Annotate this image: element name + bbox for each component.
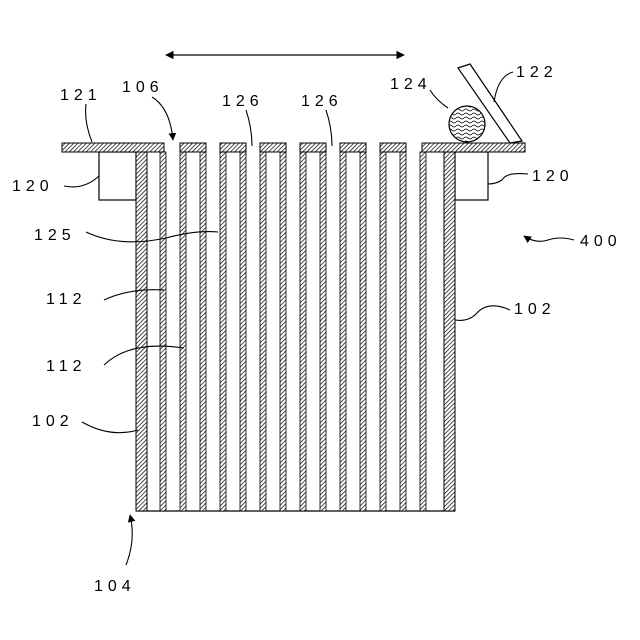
label-121: 121: [60, 87, 102, 104]
top-frame-segment: [300, 143, 326, 152]
top-frame-segment: [260, 143, 286, 152]
top-frame-segment: [422, 143, 525, 152]
plate: [160, 152, 166, 511]
leader-120-left: [64, 176, 99, 187]
plate: [300, 152, 306, 511]
plate: [420, 152, 426, 511]
leader-112-upper: [104, 290, 164, 300]
plate: [180, 152, 186, 511]
label-126-a: 126: [222, 93, 264, 110]
roller: [449, 106, 485, 142]
leader-121: [86, 104, 92, 142]
leader-102-right: [455, 306, 510, 321]
leader-122: [494, 72, 513, 102]
plate: [340, 152, 346, 511]
plate-array: [160, 152, 426, 511]
leader-104: [126, 515, 132, 565]
housing-wall-right: [444, 152, 455, 511]
support-block-left: [99, 152, 136, 200]
plate: [240, 152, 246, 511]
housing-wall-left: [136, 152, 147, 511]
plate: [380, 152, 386, 511]
top-frame-segment: [340, 143, 366, 152]
label-112-upper: 112: [46, 291, 87, 308]
leader-400: [524, 236, 574, 241]
label-124: 124: [390, 76, 432, 93]
plate: [320, 152, 326, 511]
leader-126-a: [246, 110, 252, 146]
label-122: 122: [516, 64, 558, 81]
label-106: 106: [122, 79, 164, 96]
plate: [360, 152, 366, 511]
top-frame-segment: [180, 143, 206, 152]
label-112-lower: 112: [46, 358, 87, 375]
leader-120-right: [488, 174, 528, 184]
leader-125: [86, 232, 218, 242]
top-frame-segment: [380, 143, 406, 152]
leader-124: [430, 90, 448, 108]
plate: [280, 152, 286, 511]
plate: [200, 152, 206, 511]
support-block-right: [455, 152, 488, 200]
top-frame-segment: [62, 143, 164, 152]
leader-106: [152, 97, 173, 140]
leader-126-b: [326, 110, 332, 146]
label-400: 400: [580, 233, 622, 250]
label-126-b: 126: [301, 93, 343, 110]
top-frame: [62, 143, 525, 152]
plate: [400, 152, 406, 511]
label-104: 104: [94, 578, 136, 595]
plate: [260, 152, 266, 511]
label-125: 125: [34, 227, 76, 244]
label-120-left: 120: [12, 178, 54, 195]
label-120-right: 120: [532, 168, 574, 185]
label-102-left: 102: [32, 413, 74, 430]
label-102-right: 102: [514, 301, 556, 318]
leader-102-left: [82, 422, 138, 433]
top-frame-segment: [220, 143, 246, 152]
plate: [220, 152, 226, 511]
